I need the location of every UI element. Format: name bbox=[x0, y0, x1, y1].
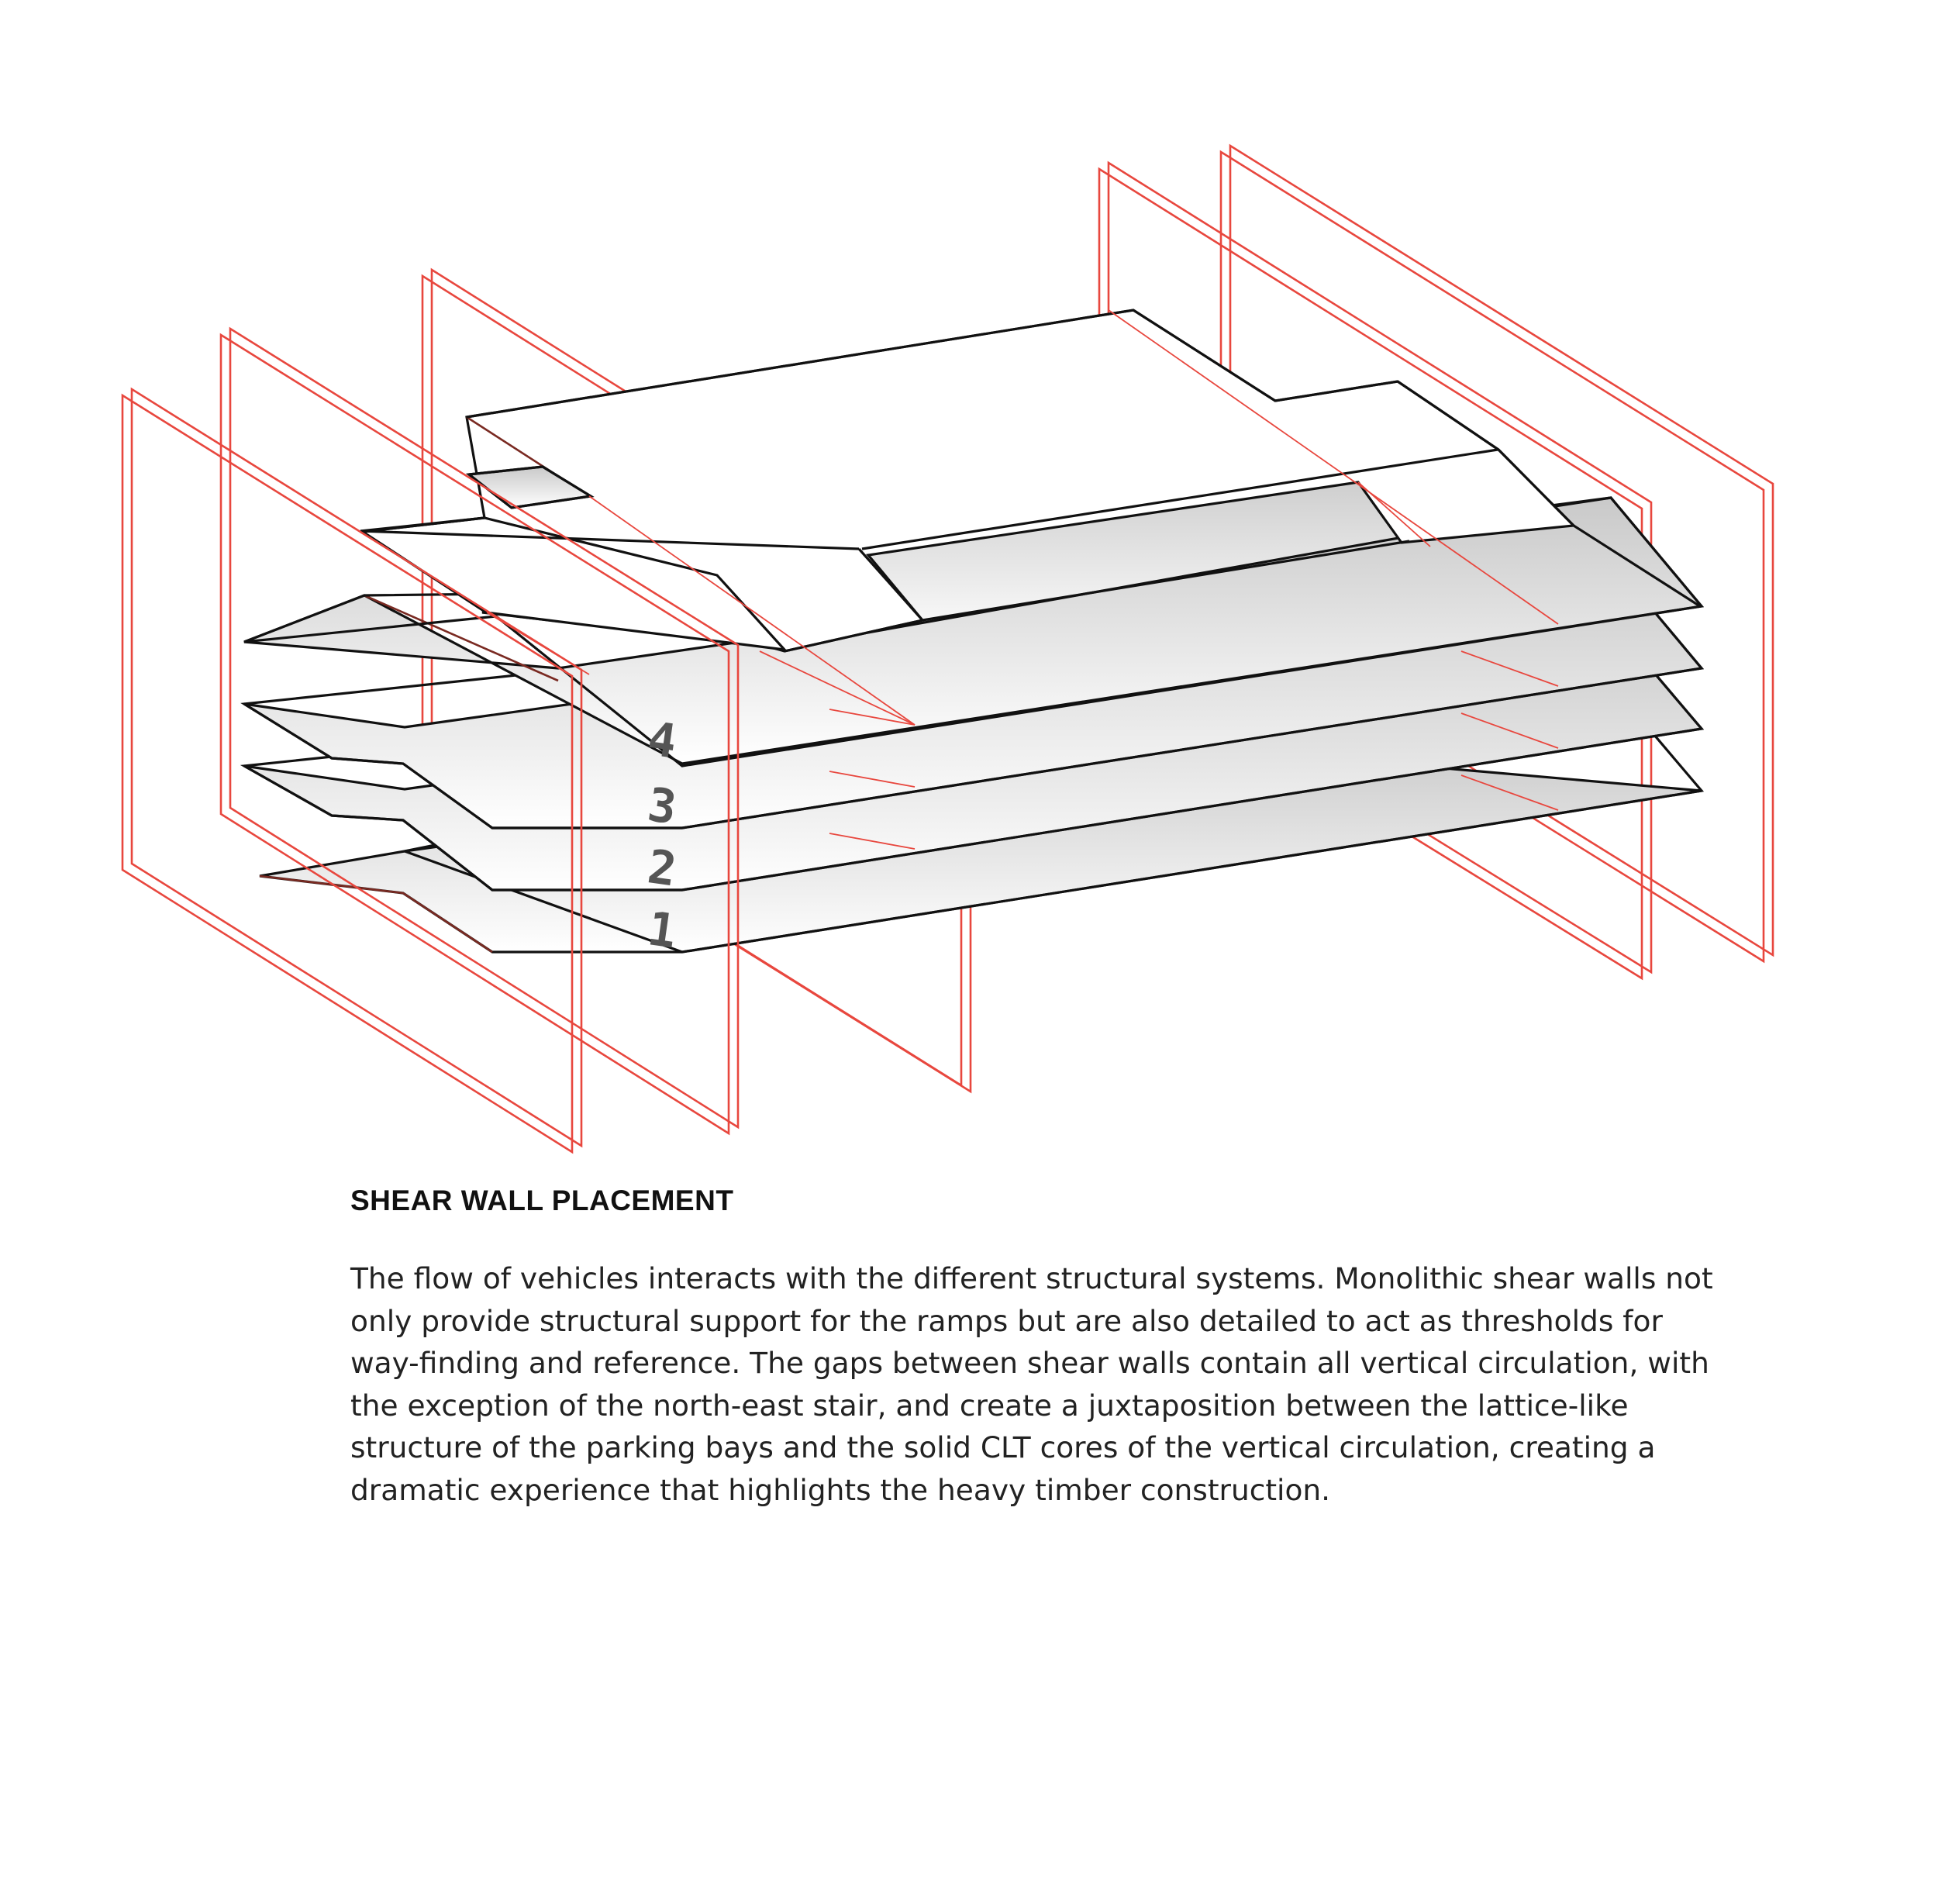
shear-wall-front-left-outer bbox=[121, 387, 583, 1154]
shear-wall-axonometric-diagram: 1 2 3 4 bbox=[121, 143, 1774, 1154]
caption-body: The flow of vehicles interacts with the … bbox=[350, 1261, 1713, 1507]
wall-trace-lines bbox=[486, 309, 1559, 850]
caption-block: SHEAR WALL PLACEMENT The flow of vehicle… bbox=[350, 1185, 1715, 1512]
caption-title: SHEAR WALL PLACEMENT bbox=[350, 1185, 734, 1216]
level-4-slab bbox=[243, 496, 1705, 767]
shear-wall-front-left-inner bbox=[219, 326, 740, 1136]
roof-deck bbox=[359, 309, 1701, 653]
